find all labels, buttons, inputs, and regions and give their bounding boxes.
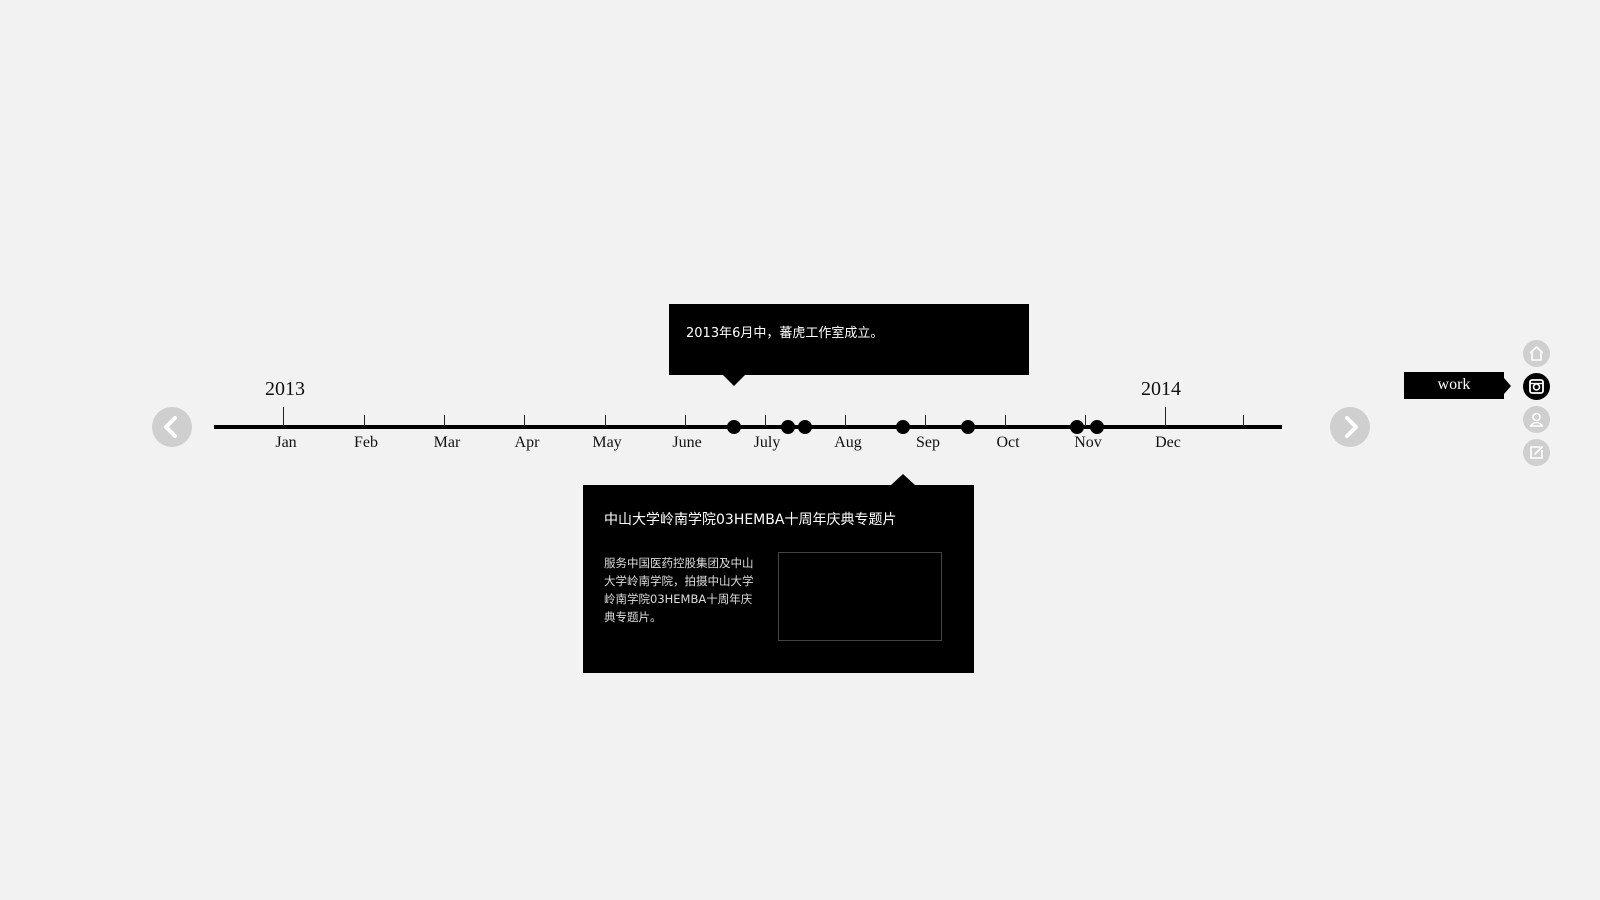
month-label-nov: Nov — [1074, 434, 1102, 451]
edit-icon — [1530, 446, 1543, 459]
event-tooltip-pointer — [723, 375, 745, 386]
timeline-axis — [214, 425, 1282, 429]
timeline-tick — [444, 415, 445, 426]
side-nav-about[interactable] — [1523, 406, 1550, 433]
active-section-label: work — [1404, 372, 1504, 399]
timeline-tick-year-start — [283, 407, 284, 426]
month-label-jan: Jan — [275, 434, 297, 451]
timeline-tick — [364, 415, 365, 426]
timeline-event-dot[interactable] — [1070, 420, 1084, 434]
timeline-tick — [1005, 415, 1006, 426]
month-label-june: June — [672, 434, 702, 451]
timeline-tick — [925, 415, 926, 426]
timeline-event-dot[interactable] — [798, 420, 812, 434]
timeline-next-button[interactable] — [1330, 407, 1370, 447]
month-label-may: May — [592, 434, 622, 451]
event-detail-description: 服务中国医药控股集团及中山大学岭南学院，拍摄中山大学岭南学院03HEMBA十周年… — [604, 556, 754, 624]
timeline-event-dot[interactable] — [1090, 420, 1104, 434]
chevron-left-icon — [164, 416, 177, 438]
user-icon — [1529, 412, 1544, 427]
timeline-end-year: 2014 — [1141, 378, 1181, 400]
home-icon — [1529, 346, 1544, 361]
active-section-label-pointer — [1504, 378, 1511, 394]
event-tooltip: 2013年6月中，蕃虎工作室成立。 — [669, 304, 1029, 375]
detail-panel-pointer — [891, 474, 915, 485]
timeline-prev-button[interactable] — [152, 407, 192, 447]
timeline-event-dot[interactable] — [961, 420, 975, 434]
event-tooltip-text: 2013年6月中，蕃虎工作室成立。 — [686, 326, 884, 341]
month-label-oct: Oct — [996, 434, 1020, 451]
timeline-tick — [524, 415, 525, 426]
timeline-tick — [605, 415, 606, 426]
month-label-apr: Apr — [514, 434, 540, 451]
side-nav-work[interactable] — [1523, 373, 1550, 400]
camera-icon — [1529, 379, 1544, 394]
timeline-tick — [765, 415, 766, 426]
timeline-tick — [845, 415, 846, 426]
event-detail-panel: 中山大学岭南学院03HEMBA十周年庆典专题片 服务中国医药控股集团及中山大学岭… — [583, 485, 974, 673]
timeline-event-dot[interactable] — [896, 420, 910, 434]
timeline-event-dot[interactable] — [727, 420, 741, 434]
month-label-mar: Mar — [433, 434, 461, 451]
month-label-aug: Aug — [834, 434, 862, 451]
side-nav-contact[interactable] — [1523, 439, 1550, 466]
timeline-tick — [1085, 415, 1086, 426]
timeline-start-year: 2013 — [265, 378, 305, 400]
timeline-tick-year-end — [1165, 407, 1166, 426]
side-nav-home[interactable] — [1523, 340, 1550, 367]
event-detail-title: 中山大学岭南学院03HEMBA十周年庆典专题片 — [604, 512, 897, 528]
month-label-sep: Sep — [916, 434, 940, 451]
event-detail-media[interactable] — [778, 552, 942, 641]
timeline-tick — [685, 415, 686, 426]
month-label-dec: Dec — [1155, 434, 1181, 451]
chevron-right-icon — [1345, 416, 1358, 438]
timeline-event-dot[interactable] — [781, 420, 795, 434]
month-label-july: July — [753, 434, 781, 451]
month-label-feb: Feb — [354, 434, 378, 451]
timeline-tick — [1243, 415, 1244, 426]
